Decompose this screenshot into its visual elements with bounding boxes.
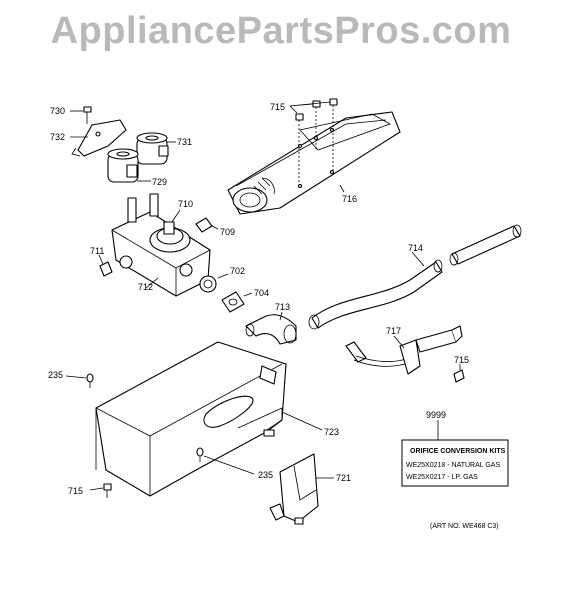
label-730: 730	[50, 106, 65, 116]
label-711: 711	[90, 246, 104, 256]
burner-box-723	[95, 341, 287, 497]
label-235-left: 235	[48, 370, 63, 380]
label-731: 731	[177, 137, 192, 147]
label-716: 716	[342, 194, 357, 204]
kit-lp-gas: WE25X0217 - LP. GAS	[406, 474, 478, 481]
label-715-right: 715	[454, 355, 469, 365]
label-710: 710	[178, 199, 193, 209]
label-235-bottom: 235	[258, 470, 273, 480]
label-715-top: 715	[270, 102, 285, 112]
label-714: 714	[408, 243, 423, 253]
fitting-711	[99, 261, 113, 277]
bracket-732	[71, 119, 127, 157]
label-713: 713	[275, 302, 290, 312]
orifice-704	[221, 291, 245, 313]
burner-716	[227, 111, 401, 215]
screw-715-right	[453, 369, 465, 383]
label-729: 729	[152, 177, 167, 187]
clip-235-bottom	[196, 447, 204, 462]
coil-729	[107, 148, 139, 183]
label-732: 732	[50, 132, 65, 142]
clip-235-left	[86, 373, 94, 388]
label-723: 723	[324, 427, 339, 437]
label-704: 704	[254, 288, 269, 298]
label-721: 721	[336, 473, 351, 483]
watermark-text: AppliancePartsPros.com	[50, 10, 512, 52]
tube-714	[308, 224, 522, 330]
coil-731	[136, 132, 169, 165]
screw-715-bottom	[103, 483, 112, 498]
kit-title: ORIFICE CONVERSION KITS	[410, 448, 506, 455]
gas-valve-712	[111, 193, 211, 297]
orifice-kit-box	[401, 420, 509, 487]
art-number: (ART NO. WE468 C3)	[430, 523, 499, 530]
label-717: 717	[386, 326, 401, 336]
igniter-717	[345, 325, 463, 375]
kit-natural-gas: WE25X0218 - NATURAL GAS	[406, 462, 500, 469]
label-702: 702	[230, 266, 245, 276]
bracket-721	[269, 453, 319, 525]
screw-730	[83, 106, 92, 124]
label-712: 712	[138, 282, 153, 292]
plug-709	[195, 217, 213, 233]
elbow-713	[245, 314, 297, 345]
label-9999: 9999	[426, 410, 446, 420]
label-709: 709	[220, 227, 235, 237]
fitting-702	[199, 275, 217, 293]
label-715-bottom: 715	[68, 486, 83, 496]
